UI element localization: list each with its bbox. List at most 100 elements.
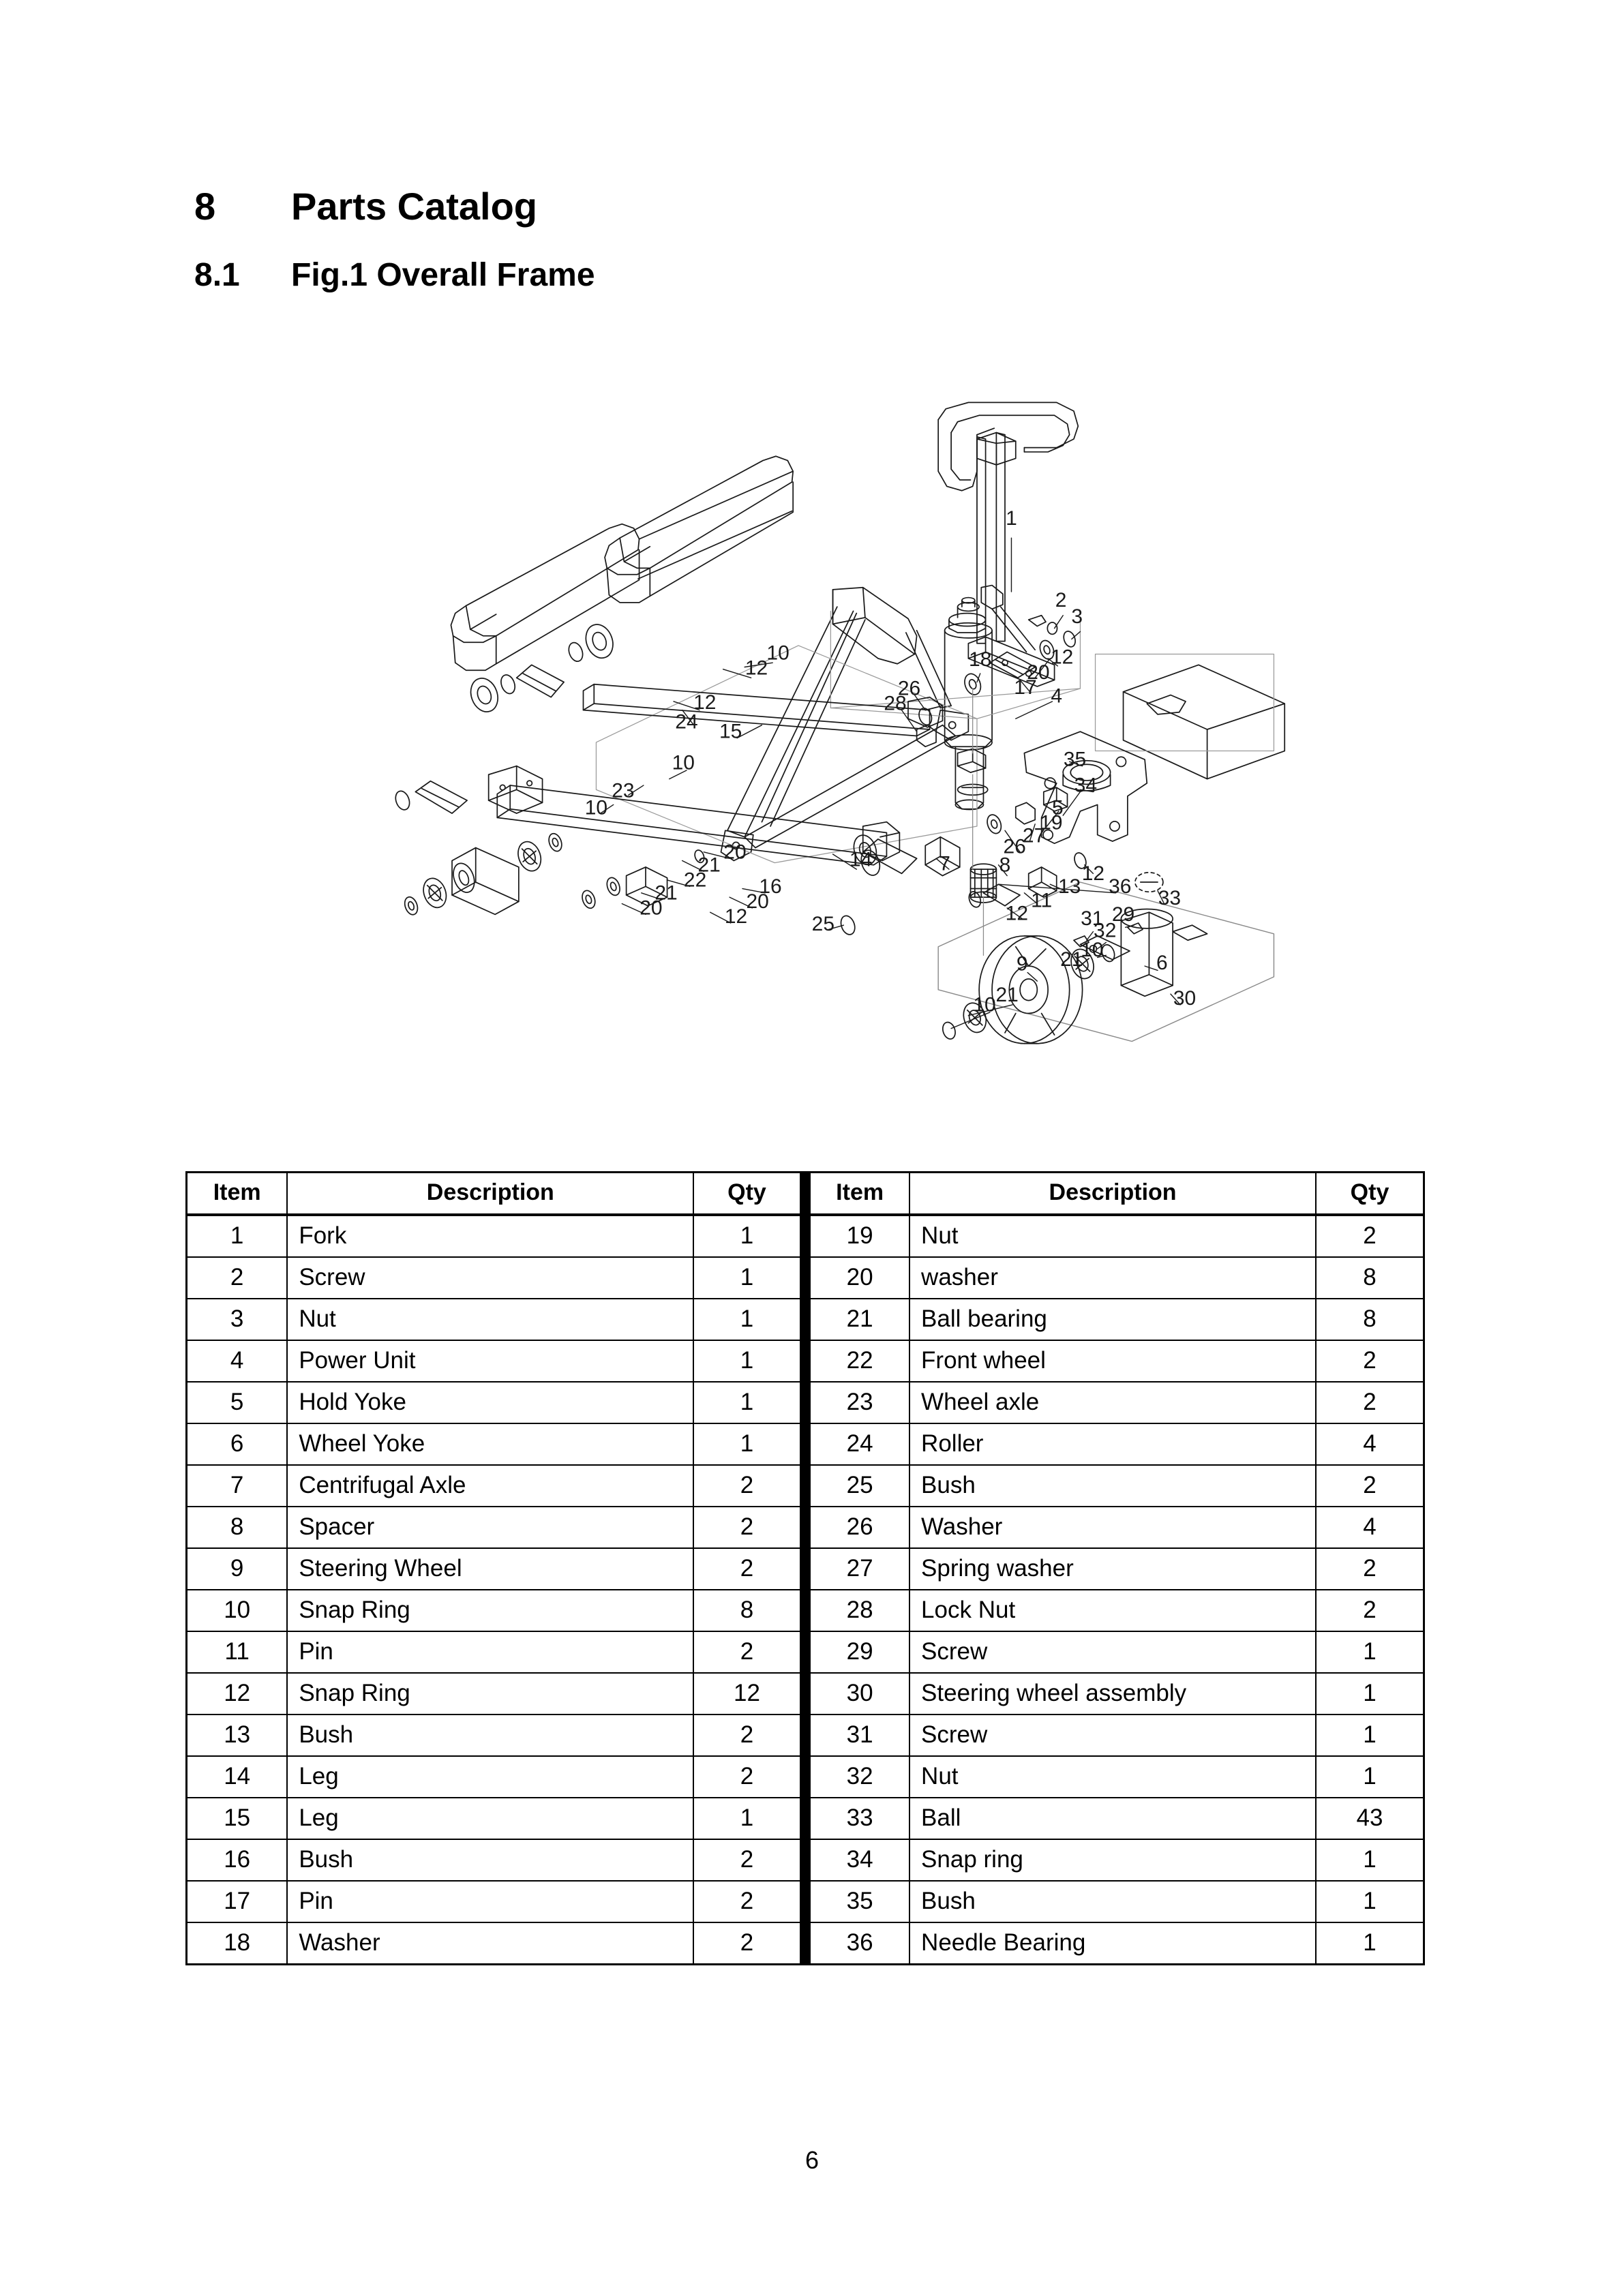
cell-item-left: 5: [185, 1381, 288, 1424]
column-divider: [799, 1631, 811, 1673]
cell-qty-right: 2: [1315, 1589, 1425, 1632]
cell-item-right: 23: [808, 1381, 911, 1424]
cell-qty-left: 2: [693, 1922, 802, 1965]
cell-item-right: 19: [808, 1214, 911, 1258]
cell-item-left: 3: [185, 1298, 288, 1341]
figure-callout-12: 12: [745, 657, 768, 680]
figure-callout-17: 17: [1014, 676, 1036, 699]
cell-item-left: 4: [185, 1340, 288, 1383]
cell-item-left: 13: [185, 1714, 288, 1757]
column-divider: [799, 1507, 811, 1548]
cell-item-right: 29: [808, 1631, 911, 1674]
cell-qty-left: 1: [693, 1340, 802, 1383]
chapter-number: 8: [194, 185, 216, 228]
cell-description-left: Snap Ring: [286, 1589, 695, 1632]
figure-callout-20: 20: [640, 896, 662, 919]
figure-callout-23: 23: [612, 779, 634, 802]
cell-item-right: 35: [808, 1880, 911, 1923]
parts-table-container: Item Description Qty Item Description Qt…: [185, 1171, 1425, 1965]
cell-description-right: Needle Bearing: [909, 1922, 1317, 1965]
cell-item-right: 22: [808, 1340, 911, 1383]
cell-description-left: Spacer: [286, 1506, 695, 1549]
column-divider: [799, 1715, 811, 1756]
cell-description-right: Steering wheel assembly: [909, 1672, 1317, 1715]
figure-callout-12: 12: [1051, 646, 1073, 669]
cell-qty-right: 8: [1315, 1298, 1425, 1341]
column-divider: [799, 1673, 811, 1715]
cell-qty-right: 2: [1315, 1381, 1425, 1424]
figure-callout-12: 12: [725, 905, 747, 928]
cell-item-right: 28: [808, 1589, 911, 1632]
cell-item-right: 34: [808, 1839, 911, 1882]
column-divider: [799, 1423, 811, 1465]
cell-description-left: Hold Yoke: [286, 1381, 695, 1424]
figure-callout-10: 10: [973, 993, 995, 1016]
cell-description-right: Nut: [909, 1214, 1317, 1258]
figure-callout-12: 12: [1006, 902, 1028, 924]
cell-qty-left: 1: [693, 1298, 802, 1341]
cell-description-left: Bush: [286, 1839, 695, 1882]
cell-qty-left: 2: [693, 1547, 802, 1590]
figure-callout-1: 1: [1006, 507, 1017, 530]
cell-qty-right: 1: [1315, 1672, 1425, 1715]
figure-callout-27: 27: [1023, 825, 1045, 847]
cell-description-left: Pin: [286, 1880, 695, 1923]
cell-description-left: Leg: [286, 1755, 695, 1798]
column-divider: [799, 1922, 811, 1965]
header-qty-right: Qty: [1315, 1171, 1425, 1216]
figure-callout-19: 19: [1040, 812, 1062, 834]
figure-callout-33: 33: [1158, 887, 1181, 909]
figure-callout-16: 16: [759, 875, 781, 898]
chapter-title: Parts Catalog: [291, 185, 537, 228]
figure-callout-10: 10: [672, 751, 695, 774]
cell-description-left: Fork: [286, 1214, 695, 1258]
column-divider: [799, 1465, 811, 1507]
figure-callout-14: 14: [849, 848, 872, 871]
cell-item-left: 15: [185, 1797, 288, 1840]
header-item-left: Item: [185, 1171, 288, 1216]
cell-item-right: 24: [808, 1423, 911, 1466]
cell-description-left: Leg: [286, 1797, 695, 1840]
cell-description-right: Screw: [909, 1714, 1317, 1757]
cell-item-right: 20: [808, 1256, 911, 1299]
cell-description-right: Bush: [909, 1880, 1317, 1923]
figure-callout-21: 21: [655, 881, 677, 904]
cell-qty-right: 4: [1315, 1423, 1425, 1466]
section-number: 8.1: [194, 256, 240, 293]
cell-qty-right: 2: [1315, 1547, 1425, 1590]
figure-callout-18: 18: [969, 648, 991, 671]
cell-qty-left: 2: [693, 1714, 802, 1757]
cell-qty-right: 2: [1315, 1214, 1425, 1258]
figure-callout-10: 10: [585, 797, 607, 819]
cell-qty-right: 1: [1315, 1880, 1425, 1923]
cell-qty-right: 43: [1315, 1797, 1425, 1840]
cell-item-right: 25: [808, 1464, 911, 1507]
figure-callout-6: 6: [1156, 952, 1168, 974]
figure-callout-31: 31: [1081, 907, 1103, 930]
cell-item-right: 32: [808, 1755, 911, 1798]
cell-item-left: 18: [185, 1922, 288, 1965]
figure-callout-8: 8: [999, 854, 1011, 876]
cell-description-left: Centrifugal Axle: [286, 1464, 695, 1507]
cell-description-right: Nut: [909, 1755, 1317, 1798]
section-heading: 8.1 Fig.1 Overall Frame: [194, 256, 1490, 294]
cell-qty-left: 2: [693, 1631, 802, 1674]
column-divider: [799, 1548, 811, 1590]
cell-description-left: Snap Ring: [286, 1672, 695, 1715]
header-item-right: Item: [808, 1171, 911, 1216]
cell-description-left: Steering Wheel: [286, 1547, 695, 1590]
figure-callout-29: 29: [1112, 903, 1134, 926]
figure-callout-9: 9: [1017, 952, 1028, 975]
cell-item-left: 1: [185, 1214, 288, 1258]
table-header: Item Description Qty Item Description Qt…: [185, 1171, 1425, 1216]
cell-description-right: Roller: [909, 1423, 1317, 1466]
cell-qty-left: 2: [693, 1464, 802, 1507]
